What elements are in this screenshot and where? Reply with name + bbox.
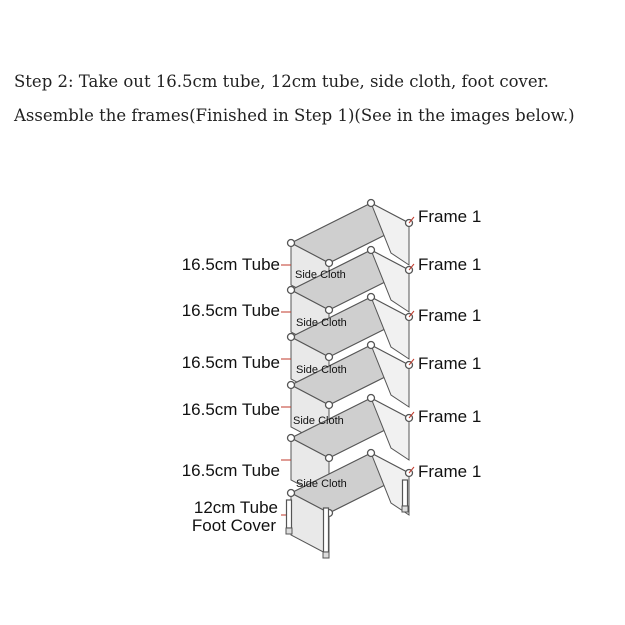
- frame-leader-line: [408, 411, 415, 419]
- side-cloth-label-1: Side Cloth: [295, 269, 346, 281]
- connector-joint: [366, 448, 376, 458]
- foot-cover-cap: [401, 505, 409, 513]
- connector-joint: [324, 453, 334, 463]
- connector-joint: [286, 380, 296, 390]
- frame-labels: Frame 1 Frame 1 Frame 1 Frame 1 Frame 1 …: [418, 207, 481, 481]
- leg-tube: [285, 499, 293, 529]
- leg-tube: [322, 507, 330, 553]
- connector-joint: [366, 245, 376, 255]
- tube-label-5: 16.5cm Tube: [182, 461, 280, 480]
- foot-cover-cap: [285, 527, 293, 535]
- frame-label-3: Frame 1: [418, 306, 481, 325]
- frame-label-4: Frame 1: [418, 354, 481, 373]
- back-side-panel: [370, 396, 410, 461]
- connector-joint: [286, 488, 296, 498]
- tube-label-1: 16.5cm Tube: [182, 255, 280, 274]
- frame-leader-line: [408, 263, 415, 271]
- connector-joint: [324, 352, 334, 362]
- foot-cover-label: Foot Cover: [192, 516, 276, 535]
- connector-joint: [324, 258, 334, 268]
- frame-leader-line: [408, 358, 415, 366]
- tube-labels: 16.5cm Tube 16.5cm Tube 16.5cm Tube 16.5…: [182, 255, 280, 535]
- connector-joint: [324, 305, 334, 315]
- foot-cover-cap: [322, 551, 330, 559]
- connector-joint: [286, 332, 296, 342]
- tube-label-12cm: 12cm Tube: [194, 498, 278, 517]
- frame-label-6: Frame 1: [418, 462, 481, 481]
- connector-joint: [366, 340, 376, 350]
- instruction-line-1: Step 2: Take out 16.5cm tube, 12cm tube,…: [14, 72, 549, 91]
- connector-joint: [286, 238, 296, 248]
- frame-label-2: Frame 1: [418, 255, 481, 274]
- tube-label-4: 16.5cm Tube: [182, 400, 280, 419]
- back-side-panel: [370, 343, 410, 408]
- side-cloth-label-2: Side Cloth: [296, 317, 347, 329]
- back-side-panel: [370, 295, 410, 360]
- connector-joint: [324, 400, 334, 410]
- back-side-panel: [370, 201, 410, 266]
- tube-label-3: 16.5cm Tube: [182, 353, 280, 372]
- frame-leader-line: [408, 216, 415, 224]
- side-cloth-labels: Side Cloth Side Cloth Side Cloth Side Cl…: [293, 269, 347, 490]
- tube-label-2: 16.5cm Tube: [182, 301, 280, 320]
- connector-joint: [286, 285, 296, 295]
- back-side-panel: [370, 451, 410, 516]
- connector-joint: [366, 393, 376, 403]
- rack-drawing: [281, 198, 415, 559]
- side-cloth-label-5: Side Cloth: [296, 478, 347, 490]
- back-side-panel: [370, 248, 410, 313]
- leg-tube: [401, 479, 409, 507]
- connector-joint: [286, 433, 296, 443]
- instruction-line-2: Assemble the frames(Finished in Step 1)(…: [14, 106, 575, 125]
- side-cloth-label-3: Side Cloth: [296, 364, 347, 376]
- frame-label-1: Frame 1: [418, 207, 481, 226]
- side-cloth-label-4: Side Cloth: [293, 415, 344, 427]
- connector-joint: [366, 198, 376, 208]
- frame-leader-line: [408, 466, 415, 474]
- frame-leader-line: [408, 310, 415, 318]
- frame-label-5: Frame 1: [418, 407, 481, 426]
- connector-joint: [366, 292, 376, 302]
